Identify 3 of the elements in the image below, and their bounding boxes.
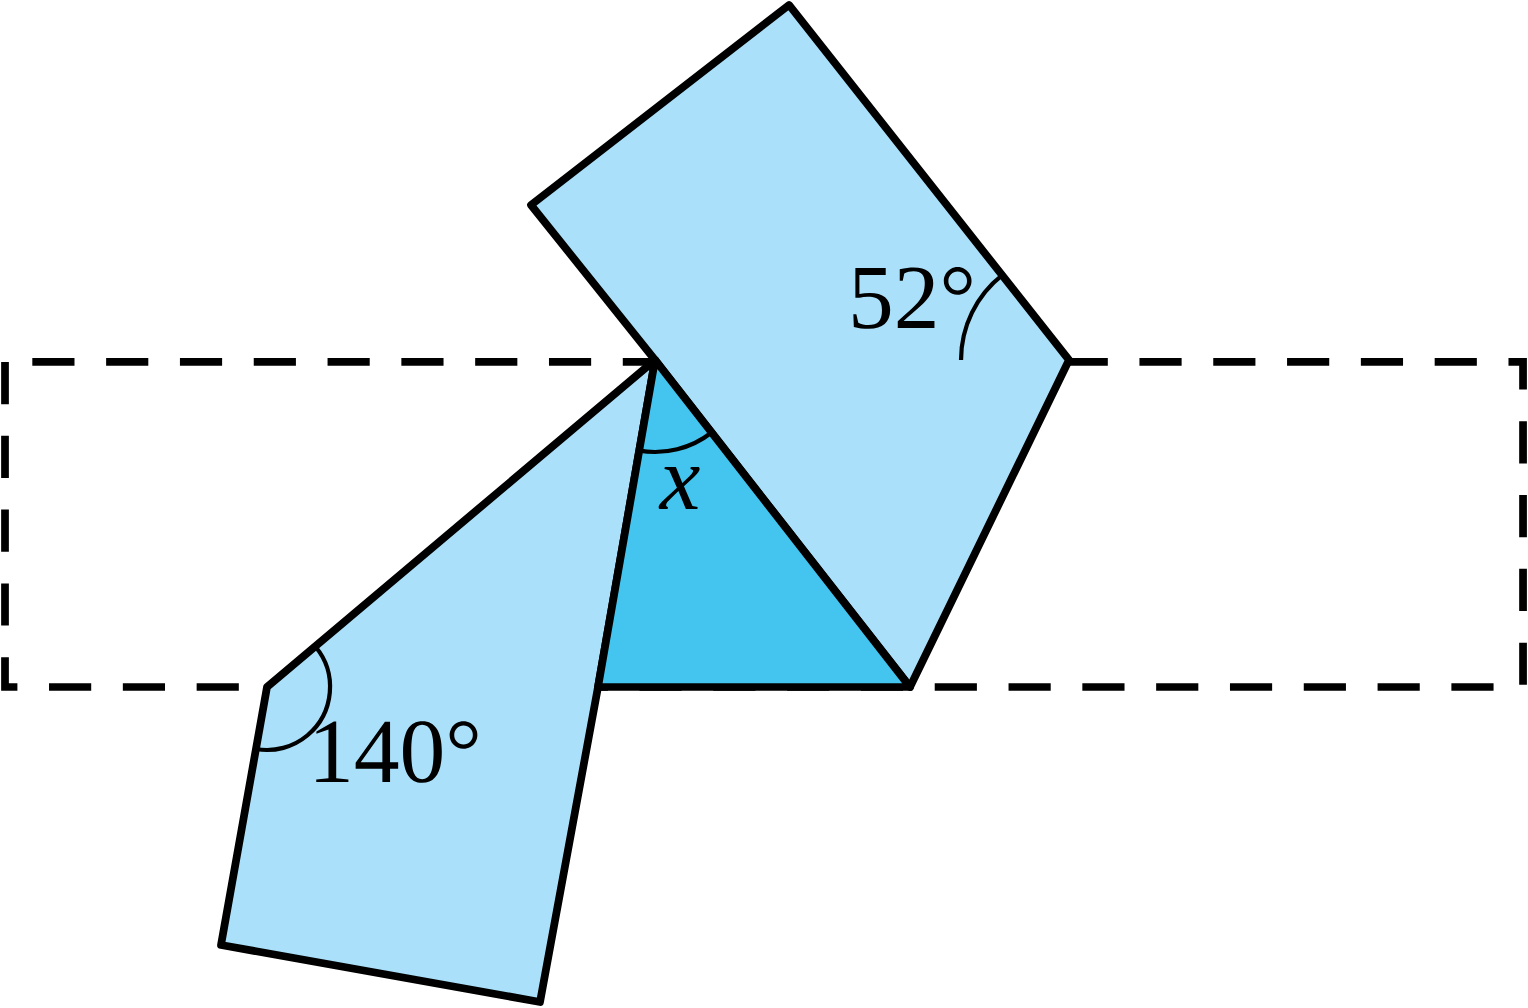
angle-label: x — [658, 467, 700, 509]
angle-label: 52° — [853, 267, 972, 329]
angle-label: 140° — [316, 721, 478, 783]
